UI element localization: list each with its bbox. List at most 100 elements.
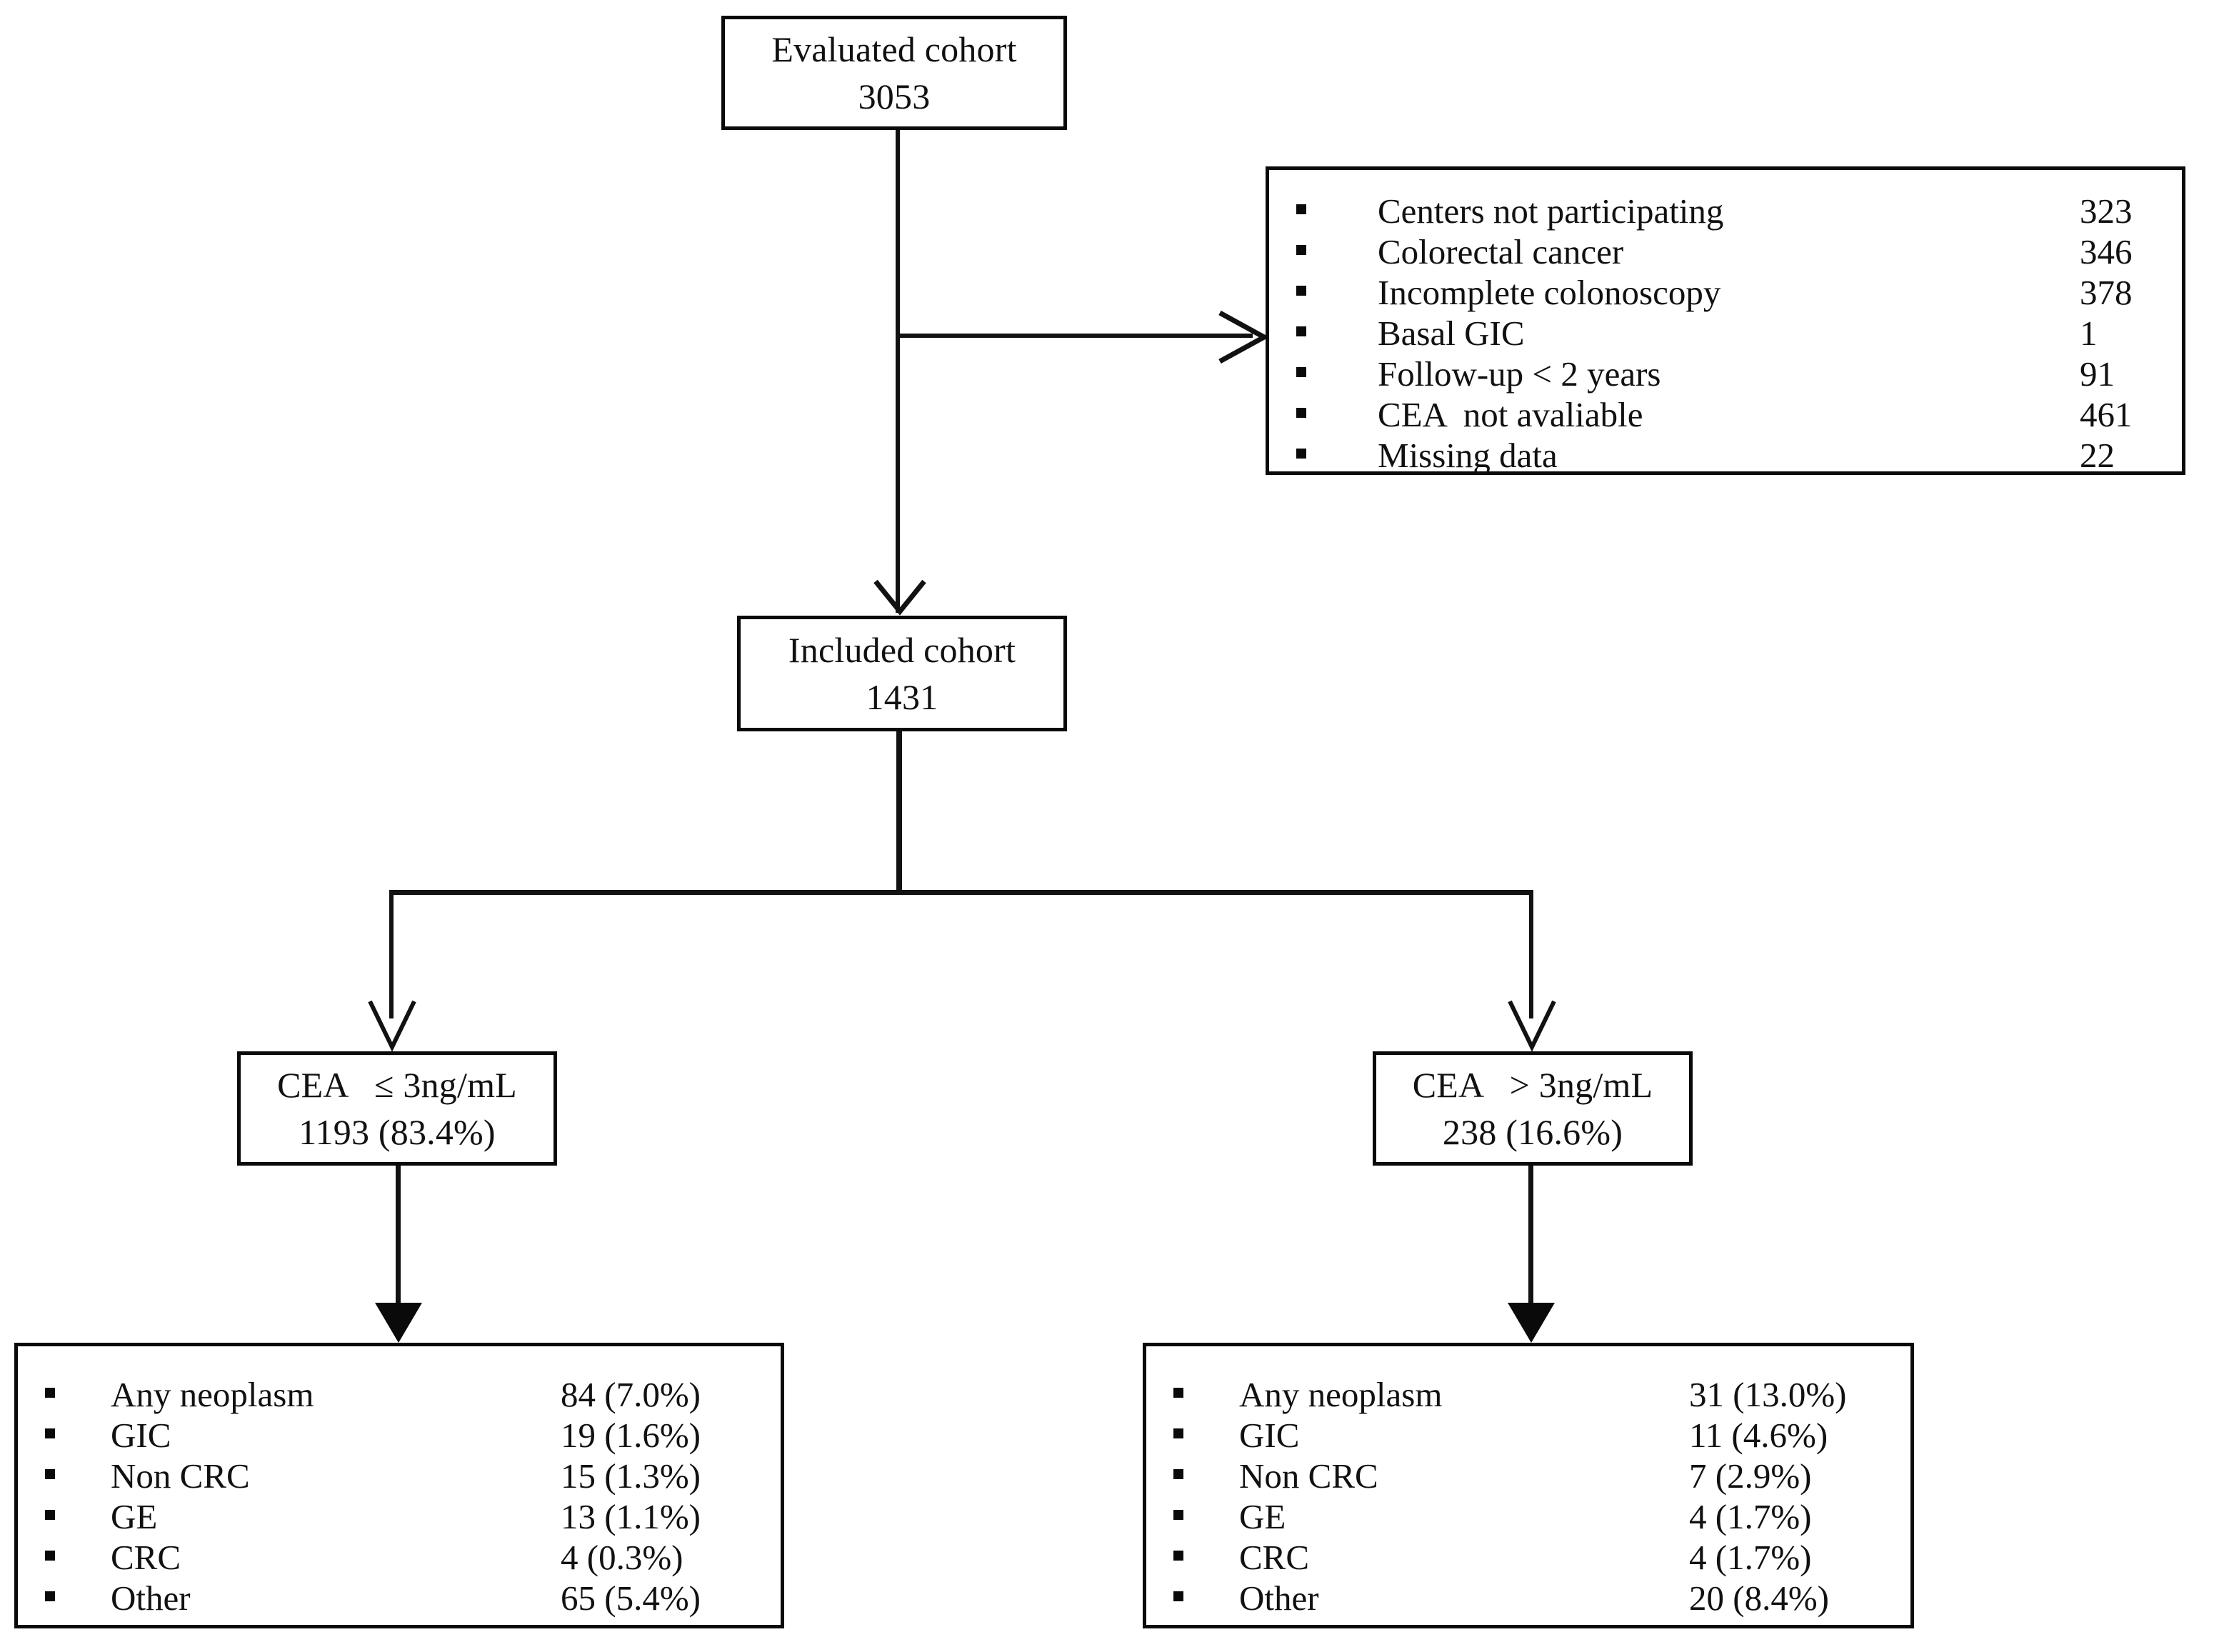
bullet-icon	[45, 1388, 55, 1398]
cea-low-threshold: CEA ≤ 3ng/mL	[277, 1065, 517, 1105]
arrow-down-outcomes-low	[375, 1303, 422, 1343]
bullet-icon	[1296, 204, 1306, 214]
list-item-label: CRC	[111, 1538, 181, 1577]
bullet-icon	[1296, 326, 1306, 336]
list-item-label: Follow-up < 2 years	[1378, 354, 1661, 394]
list-item-label: Non CRC	[111, 1456, 250, 1496]
list-item: Other 65 (5.4%)	[18, 1578, 781, 1619]
list-item-value: 346	[2080, 232, 2133, 271]
list-item: Any neoplasm 31 (13.0%)	[1146, 1375, 1910, 1416]
bullet-icon	[1173, 1591, 1183, 1601]
bullet-icon	[1173, 1388, 1183, 1398]
cea-high-threshold: CEA > 3ng/mL	[1412, 1065, 1653, 1105]
evaluated-cohort-count: 3053	[858, 76, 931, 116]
connector-cea-high-to-outcomes	[1528, 1166, 1533, 1306]
list-item-label: GE	[111, 1497, 158, 1536]
list-item-label: CRC	[1239, 1538, 1310, 1577]
list-item: Basal GIC 1	[1269, 314, 2182, 354]
list-item: Centers not participating 323	[1269, 191, 2182, 232]
connector-included-trunk	[896, 731, 902, 894]
list-item-value: 7 (2.9%)	[1689, 1456, 1812, 1496]
bullet-icon	[1296, 245, 1306, 255]
connector-split-left-drop	[389, 890, 394, 1018]
list-item-value: 84 (7.0%)	[561, 1375, 701, 1414]
bullet-icon	[1296, 286, 1306, 296]
bullet-icon	[45, 1591, 55, 1601]
list-item-value: 4 (0.3%)	[561, 1538, 683, 1577]
list-item: Missing data 22	[1269, 436, 2182, 476]
list-item-label: GIC	[1239, 1416, 1300, 1455]
list-item-value: 22	[2080, 436, 2115, 475]
connector-split-right-drop	[1529, 890, 1533, 1018]
list-item-value: 323	[2080, 191, 2133, 231]
list-item: Colorectal cancer 346	[1269, 232, 2182, 273]
arrow-right-exclusions	[1218, 310, 1270, 364]
connector-exclusion-horizontal	[896, 334, 1253, 338]
node-included-cohort: Included cohort 1431	[737, 616, 1067, 731]
bullet-icon	[1173, 1510, 1183, 1520]
arrow-down-outcomes-high	[1508, 1303, 1555, 1343]
list-item-value: 15 (1.3%)	[561, 1456, 701, 1496]
bullet-icon	[1296, 367, 1306, 377]
list-item-label: Any neoplasm	[111, 1375, 314, 1414]
included-cohort-label: Included cohort	[788, 630, 1016, 670]
cea-high-count: 238 (16.6%)	[1442, 1112, 1623, 1152]
node-evaluated-cohort: Evaluated cohort 3053	[721, 16, 1067, 130]
bullet-icon	[1173, 1469, 1183, 1479]
connector-evaluated-to-included	[896, 130, 900, 613]
list-item-label: Incomplete colonoscopy	[1378, 273, 1721, 312]
list-item-value: 4 (1.7%)	[1689, 1497, 1812, 1536]
evaluated-cohort-label: Evaluated cohort	[771, 29, 1017, 69]
list-item-value: 20 (8.4%)	[1689, 1578, 1829, 1618]
list-item-value: 91	[2080, 354, 2115, 394]
list-item-value: 461	[2080, 395, 2133, 434]
cea-low-count: 1193 (83.4%)	[299, 1112, 496, 1152]
bullet-icon	[1173, 1551, 1183, 1561]
arrow-down-cea-high	[1508, 1000, 1556, 1052]
list-item-label: Colorectal cancer	[1378, 232, 1624, 271]
list-item: Incomplete colonoscopy 378	[1269, 273, 2182, 314]
node-outcomes-cea-low: Any neoplasm 84 (7.0%) GIC 19 (1.6%) Non CRC…	[14, 1343, 784, 1628]
arrow-down-cea-low	[368, 1000, 416, 1052]
list-item-label: CEA not avaliable	[1378, 395, 1643, 434]
list-item-label: Basal GIC	[1378, 314, 1525, 353]
connector-split-horizontal	[389, 890, 1533, 895]
node-cea-high: CEA > 3ng/mL 238 (16.6%)	[1373, 1051, 1693, 1166]
list-item-label: Centers not participating	[1378, 191, 1724, 231]
list-item: Any neoplasm 84 (7.0%)	[18, 1375, 781, 1416]
bullet-icon	[45, 1510, 55, 1520]
list-item: GIC 11 (4.6%)	[1146, 1416, 1910, 1456]
list-item-value: 19 (1.6%)	[561, 1416, 701, 1455]
list-item: Other 20 (8.4%)	[1146, 1578, 1910, 1619]
bullet-icon	[45, 1551, 55, 1561]
arrow-down-included-cohort	[873, 579, 926, 616]
bullet-icon	[1173, 1428, 1183, 1438]
list-item: GE 13 (1.1%)	[18, 1497, 781, 1538]
list-item-label: Other	[111, 1578, 191, 1618]
list-item: GIC 19 (1.6%)	[18, 1416, 781, 1456]
list-item-label: Missing data	[1378, 436, 1558, 475]
list-item-value: 1	[2080, 314, 2098, 353]
list-item-label: Any neoplasm	[1239, 1375, 1443, 1414]
list-item-value: 378	[2080, 273, 2133, 312]
list-item-value: 65 (5.4%)	[561, 1578, 701, 1618]
list-item-label: GIC	[111, 1416, 171, 1455]
list-item-value: 31 (13.0%)	[1689, 1375, 1847, 1414]
node-cea-low: CEA ≤ 3ng/mL 1193 (83.4%)	[237, 1051, 557, 1166]
list-item-value: 13 (1.1%)	[561, 1497, 701, 1536]
list-item: Follow-up < 2 years 91	[1269, 354, 2182, 395]
list-item: CEA not avaliable 461	[1269, 395, 2182, 436]
list-item: Non CRC 7 (2.9%)	[1146, 1456, 1910, 1497]
connector-cea-low-to-outcomes	[396, 1166, 401, 1306]
list-item-value: 11 (4.6%)	[1689, 1416, 1828, 1455]
included-cohort-count: 1431	[866, 677, 938, 717]
list-item-label: Non CRC	[1239, 1456, 1378, 1496]
bullet-icon	[1296, 449, 1306, 459]
bullet-icon	[1296, 408, 1306, 418]
list-item-label: Other	[1239, 1578, 1319, 1618]
